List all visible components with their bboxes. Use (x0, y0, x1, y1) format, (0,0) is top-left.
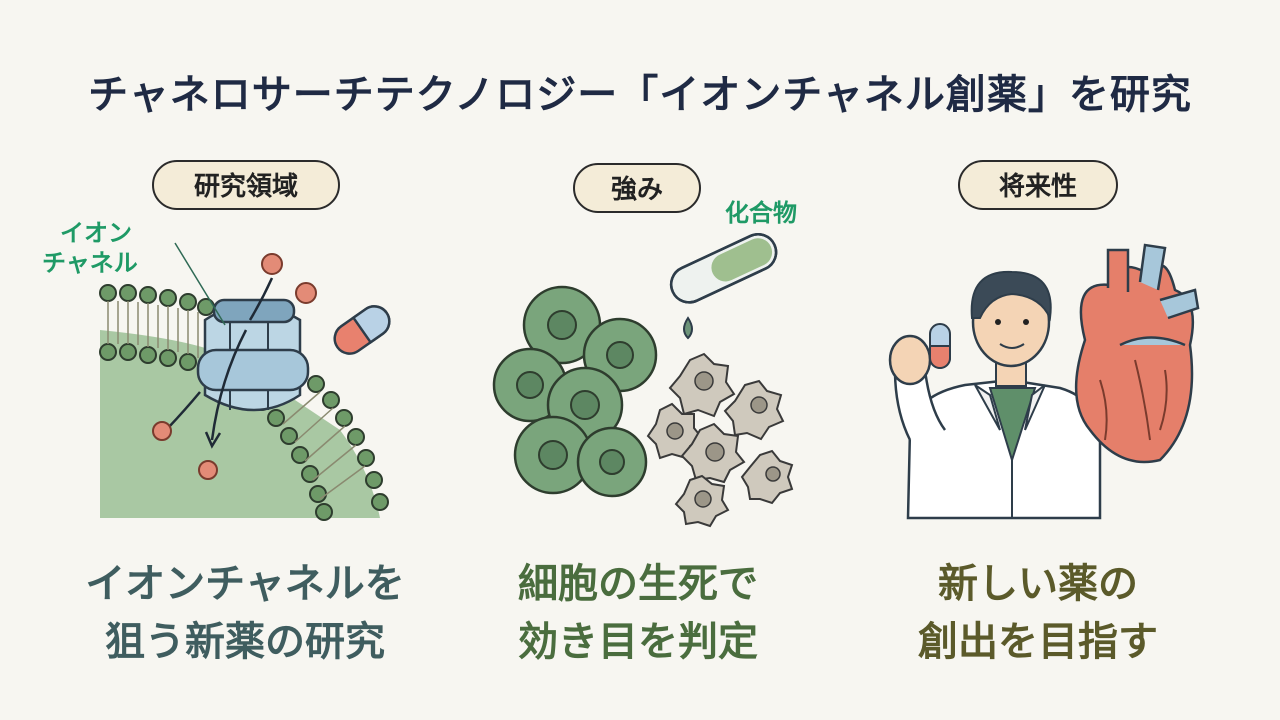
section-header-future: 将来性 (958, 160, 1118, 210)
page-title: チャネロサーチテクノロジー「イオンチャネル創薬」を研究 (88, 72, 1192, 118)
ion-channel-label-line1: イオン (60, 219, 132, 247)
caption-future-line1: 新しい薬の (938, 561, 1138, 607)
section-header-research-area: 研究領域 (152, 160, 340, 210)
caption-strength-line2: 効き目を判定 (518, 619, 758, 665)
caption-strength-line1: 細胞の生死で (518, 561, 758, 607)
ion-channel-label: イオン チャネル (42, 218, 138, 278)
scientist-illustration (888, 243, 1200, 520)
caption-research-area: イオンチャネルを 狙う新薬の研究 (45, 555, 445, 671)
ion-channel-label-line2: チャネル (42, 249, 138, 277)
caption-future: 新しい薬の 創出を目指す (838, 555, 1238, 671)
caption-strength: 細胞の生死で 効き目を判定 (438, 555, 838, 671)
ion-channel-illustration (99, 242, 391, 521)
cells-illustration (492, 233, 794, 528)
caption-research-area-line1: イオンチャネルを (85, 561, 405, 607)
caption-research-area-line2: 狙う新薬の研究 (105, 619, 385, 665)
section-header-strength: 強み (573, 163, 701, 213)
caption-future-line2: 創出を目指す (918, 619, 1158, 665)
compound-label: 化合物 (725, 199, 797, 227)
